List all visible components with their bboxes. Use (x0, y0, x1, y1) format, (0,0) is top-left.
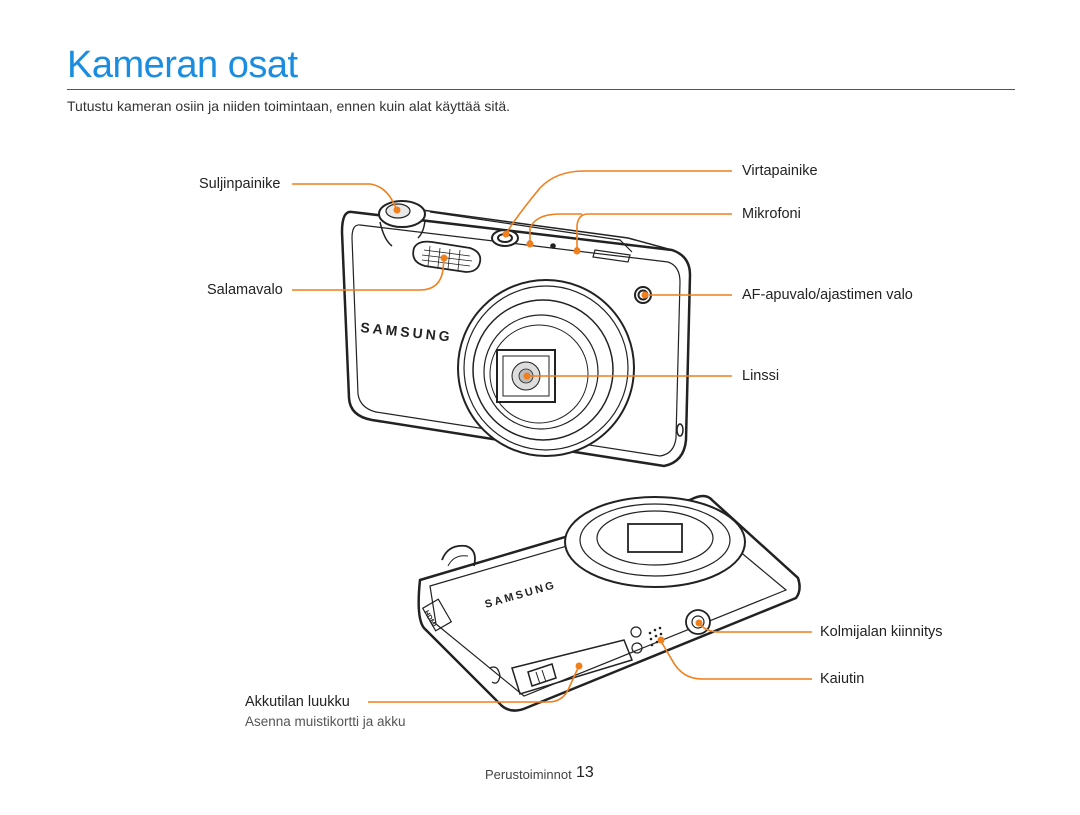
intro-text: Tutustu kameran osiin ja niiden toiminta… (67, 98, 511, 114)
title-divider (67, 89, 1015, 90)
camera-bottom (417, 494, 801, 712)
label-tripod: Kolmijalan kiinnitys (820, 624, 943, 640)
label-af-lamp: AF-apuvalo/ajastimen valo (742, 287, 913, 303)
label-flash: Salamavalo (207, 282, 283, 298)
callout-lines (292, 170, 812, 703)
footer-section: Perustoiminnot (485, 767, 572, 782)
label-speaker: Kaiutin (820, 671, 865, 687)
label-shutter: Suljinpainike (199, 176, 281, 192)
page-number: 13 (576, 764, 594, 781)
label-battery-door: Akkutilan luukku (245, 694, 350, 710)
label-battery-door-note: Asenna muistikortti ja akku (245, 714, 406, 729)
label-mic: Mikrofoni (742, 206, 801, 222)
callout-dots (393, 206, 703, 670)
camera-front (340, 200, 692, 468)
label-lens: Linssi (742, 368, 780, 384)
label-power: Virtapainike (742, 163, 818, 179)
page-title: Kameran osat (67, 44, 298, 86)
